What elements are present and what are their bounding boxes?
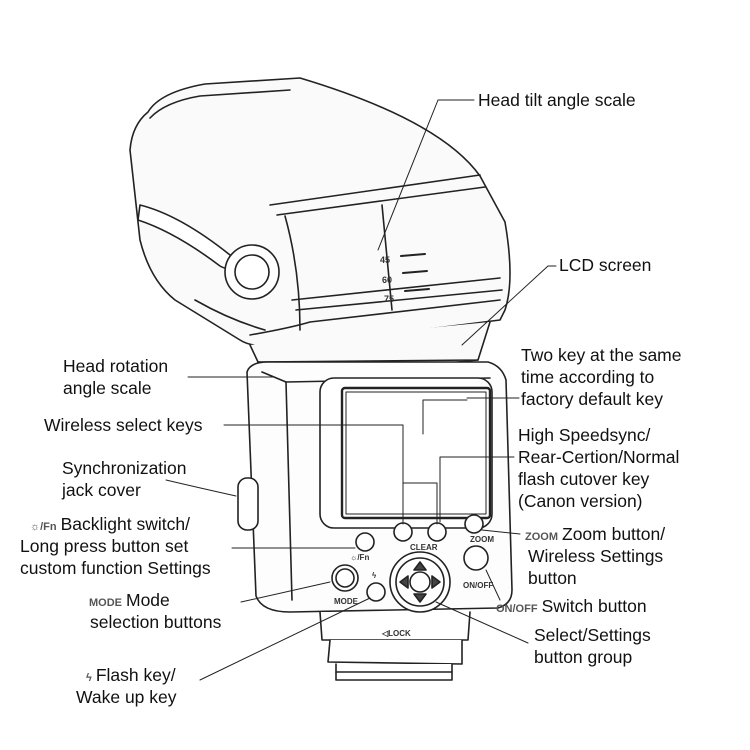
hot-shoe: [327, 639, 463, 665]
label-head-tilt: Head tilt angle scale: [478, 90, 636, 110]
fn-key-label: ☼/Fn: [350, 553, 369, 562]
label-high-speed-3: flash cutover key: [518, 469, 650, 489]
onoff-key-label: ON/OFF: [463, 581, 493, 590]
label-select-1: Select/Settings: [534, 625, 651, 645]
label-zoom-1: ZOOM Zoom button/: [525, 524, 665, 548]
label-two-key-1: Two key at the same: [521, 345, 682, 365]
zoom-key-label: ZOOM: [470, 535, 494, 544]
label-wireless-select: Wireless select keys: [44, 415, 203, 435]
label-flash-2: Wake up key: [76, 687, 177, 707]
label-zoom-3: button: [528, 568, 577, 588]
tilt-mark-60: 60: [382, 275, 392, 285]
label-two-key-3: factory default key: [521, 389, 664, 409]
zoom-icon: ZOOM: [525, 531, 558, 543]
label-mode-text: Mode: [126, 590, 170, 610]
onoff-button[interactable]: [463, 545, 489, 571]
zoom-button[interactable]: [464, 514, 484, 534]
label-sync-1: Synchronization: [62, 458, 187, 478]
label-mode-2: selection buttons: [90, 612, 222, 632]
label-zoom-text: Zoom button/: [562, 524, 666, 544]
wireless-select-key-right[interactable]: [427, 522, 447, 542]
label-backlight-2: Long press button set: [20, 536, 189, 556]
flash-key-glyph: ϟ: [372, 571, 377, 580]
label-backlight-3: custom function Settings: [20, 558, 211, 578]
lock-label: ◁LOCK: [381, 629, 411, 638]
wireless-select-key-left[interactable]: [393, 522, 413, 542]
sync-jack-cover[interactable]: [237, 477, 259, 531]
flash-icon: ϟ: [86, 672, 92, 684]
tilt-mark-75: 75: [384, 294, 394, 304]
label-mode-1: MODE Mode: [89, 590, 170, 614]
select-settings-dial[interactable]: [389, 551, 451, 613]
button-panel: [331, 514, 489, 613]
label-lcd: LCD screen: [559, 255, 652, 275]
label-high-speed-2: Rear-Certion/Normal: [518, 447, 680, 467]
label-sync-2: jack cover: [62, 480, 141, 500]
mode-icon: MODE: [89, 597, 122, 609]
label-switch-text: Switch button: [541, 596, 647, 616]
label-flash-text: Flash key/: [95, 665, 176, 685]
onoff-icon: ON/OFF: [496, 603, 538, 615]
backlight-fn-icon: ☼/Fn: [30, 521, 57, 533]
flash-head: [129, 77, 511, 348]
label-two-key-2: time according to: [521, 367, 655, 387]
tilt-mark-45: 45: [380, 255, 390, 265]
label-zoom-2: Wireless Settings: [528, 546, 664, 566]
label-backlight-text: Backlight switch/: [60, 514, 190, 534]
flash-button[interactable]: [366, 582, 386, 602]
label-high-speed-1: High Speedsync/: [518, 425, 651, 445]
label-select-2: button group: [534, 647, 633, 667]
clear-key-label: CLEAR: [410, 543, 438, 552]
mode-key-label: MODE: [334, 597, 359, 606]
backlight-fn-button[interactable]: [355, 532, 375, 552]
label-head-rotation-1: Head rotation: [63, 356, 169, 376]
tilt-scale: [381, 204, 430, 311]
label-high-speed-4: (Canon version): [518, 491, 643, 511]
leader-lines: [165, 99, 557, 681]
label-head-rotation-2: angle scale: [63, 378, 152, 398]
device-text: 45 60 75 CLEAR ZOOM ☼/Fn MODE ON/OFF ϟ ◁…: [334, 255, 494, 638]
